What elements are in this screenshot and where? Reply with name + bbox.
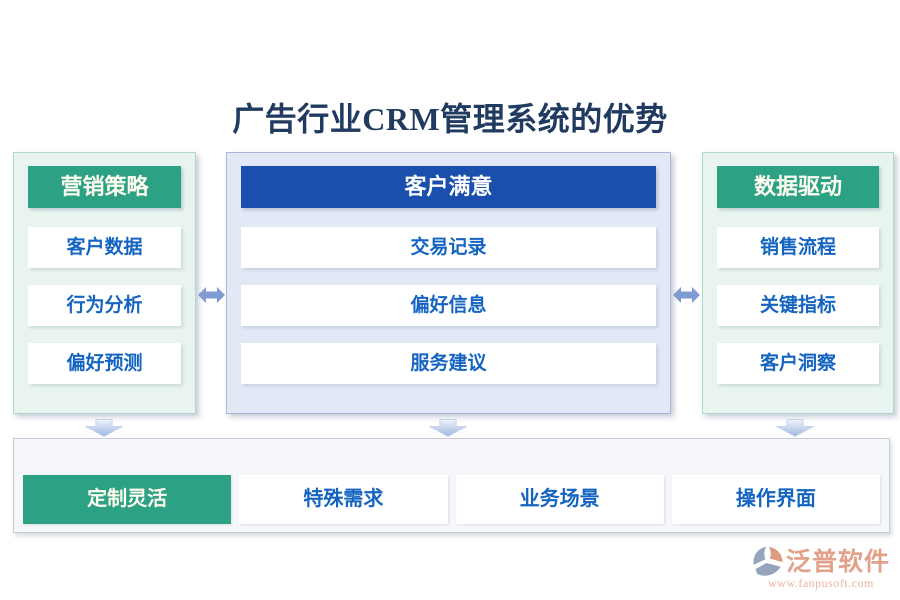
double-arrow-icon	[198, 284, 225, 306]
brand-name: 泛普软件	[786, 549, 891, 576]
bottom-feature-panel: 定制灵活 特殊需求 业务场景 操作界面	[13, 438, 890, 533]
column-data-driven: 数据驱动 销售流程 关键指标 客户洞察	[702, 152, 894, 414]
column-customer-satisfaction: 客户满意 交易记录 偏好信息 服务建议	[226, 152, 671, 414]
column-header-marketing: 营销策略	[28, 166, 181, 208]
list-item: 关键指标	[717, 285, 879, 326]
down-arrow-icon	[429, 419, 467, 437]
bottom-item-special-needs: 特殊需求	[239, 475, 448, 524]
list-item: 服务建议	[241, 343, 656, 384]
down-arrow-icon	[776, 419, 814, 437]
list-item: 销售流程	[717, 227, 879, 268]
down-arrow-icon	[85, 419, 123, 437]
list-item: 偏好信息	[241, 285, 656, 326]
column-marketing-strategy: 营销策略 客户数据 行为分析 偏好预测	[13, 152, 196, 414]
double-arrow-icon	[673, 284, 700, 306]
brand-website: www.fanpusoft.com	[768, 576, 874, 590]
list-item: 交易记录	[241, 227, 656, 268]
brand-logo: 泛普软件 www.fanpusoft.com	[750, 545, 892, 591]
column-header-customer: 客户满意	[241, 166, 656, 208]
list-item: 偏好预测	[28, 343, 181, 384]
list-item: 客户数据	[28, 227, 181, 268]
bottom-item-business-scenario: 业务场景	[455, 475, 664, 524]
bottom-item-custom-flexible: 定制灵活	[23, 475, 232, 524]
list-item: 客户洞察	[717, 343, 879, 384]
list-item: 行为分析	[28, 285, 181, 326]
bottom-item-ui: 操作界面	[671, 475, 880, 524]
column-header-data: 数据驱动	[717, 166, 879, 208]
fanpu-logo-icon	[750, 545, 786, 581]
page-title: 广告行业CRM管理系统的优势	[232, 101, 668, 137]
